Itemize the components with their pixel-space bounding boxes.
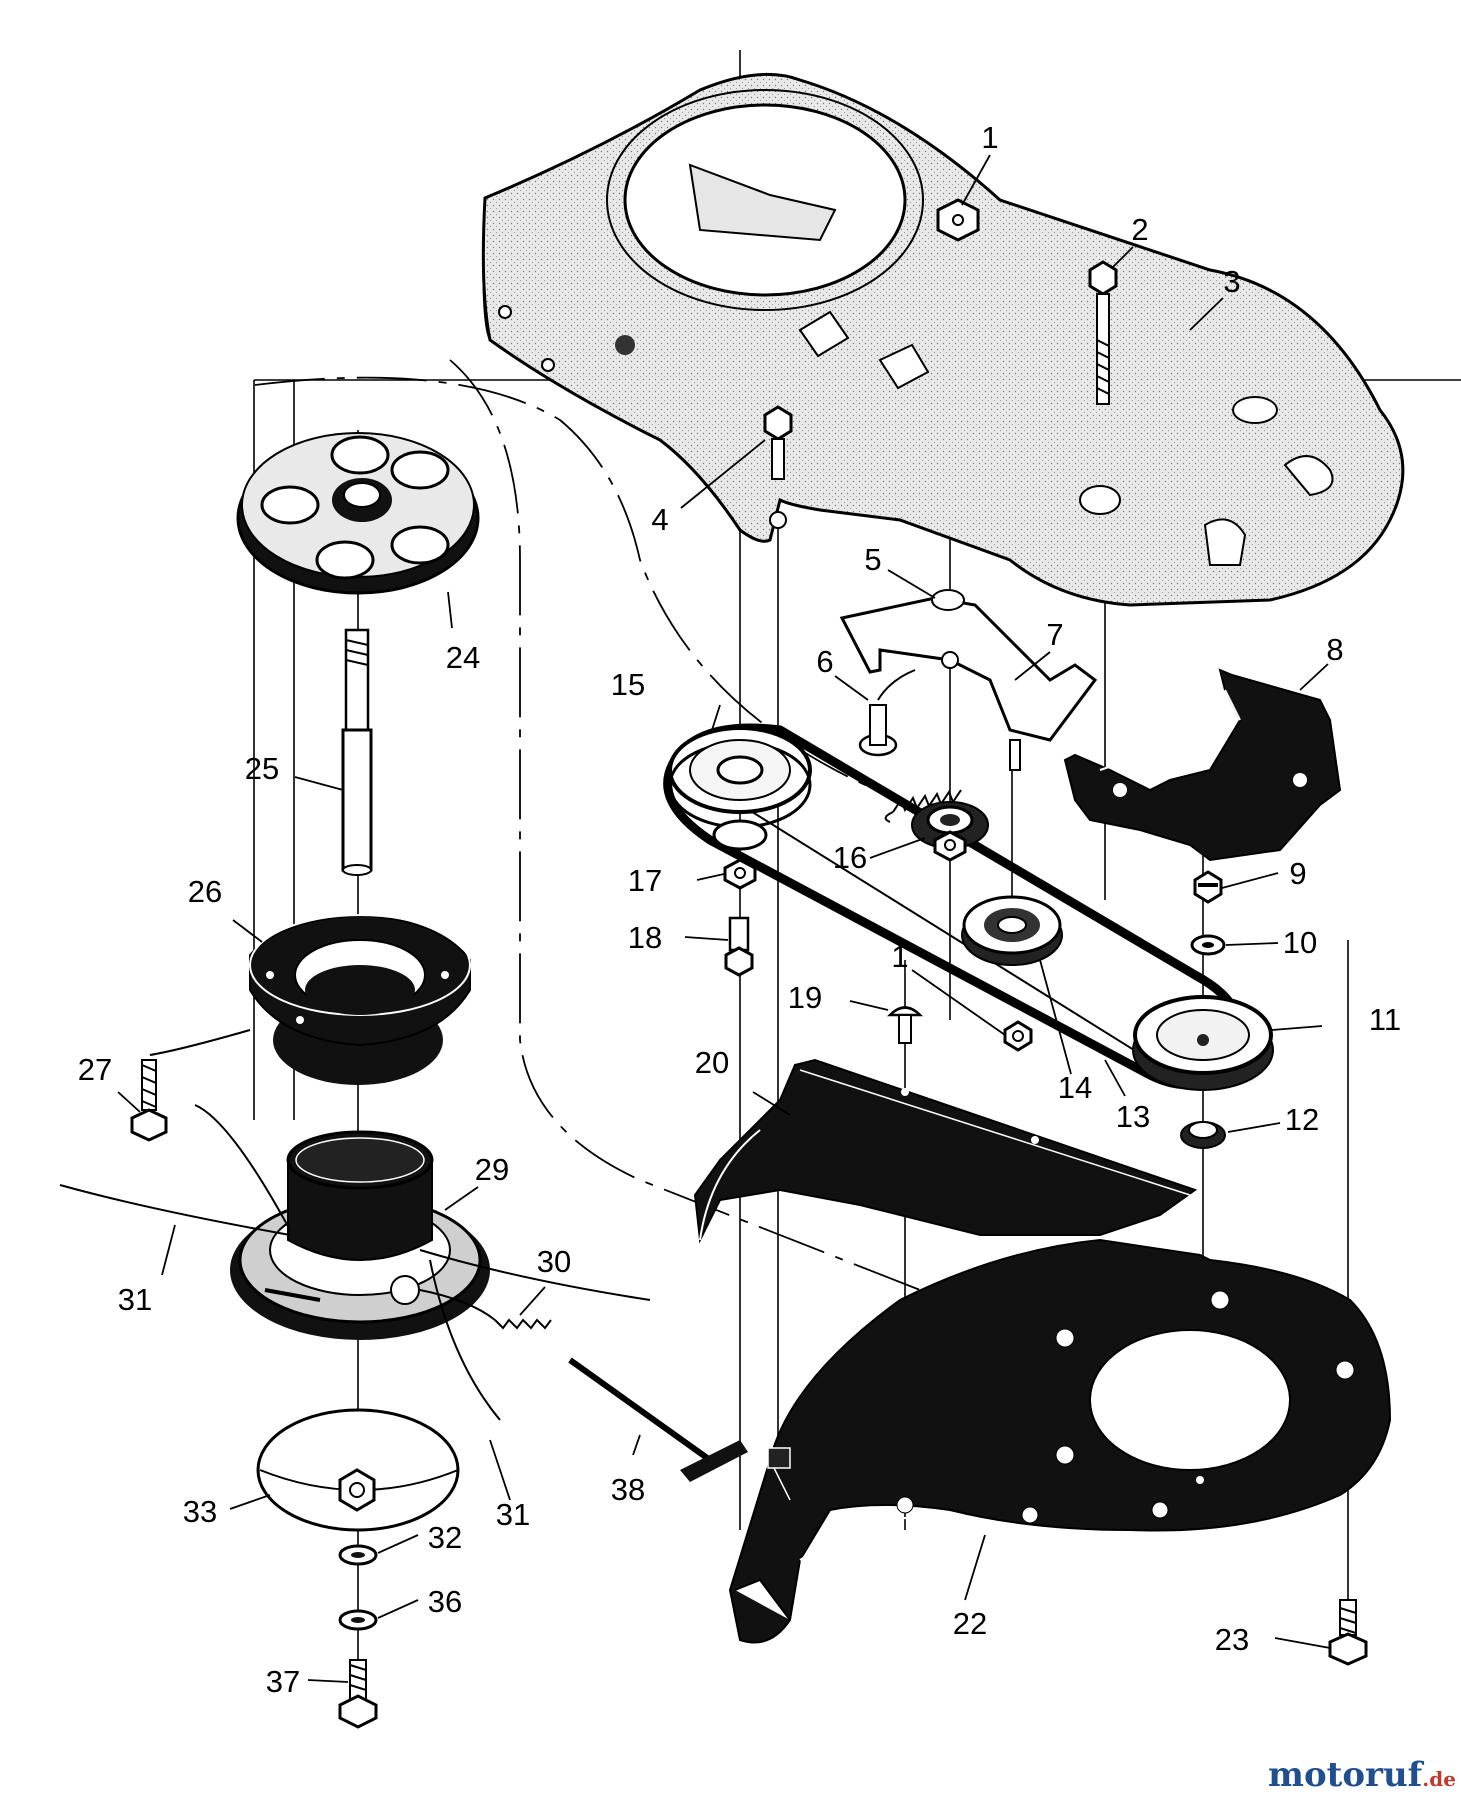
callout-31: 31 (496, 1497, 530, 1532)
washer-part-10 (1190, 934, 1226, 956)
callout-9: 9 (1289, 856, 1306, 891)
callout-1: 1 (891, 939, 908, 974)
watermark-main: motoruf (1268, 1755, 1425, 1795)
screw-part-19 (886, 1006, 924, 1044)
callout-17: 17 (628, 863, 662, 898)
watermark-suffix: .de (1422, 1767, 1456, 1791)
callout-2: 2 (1131, 212, 1148, 247)
callout-29: 29 (475, 1152, 509, 1187)
trimmer-line-part-31 (59, 1104, 651, 1421)
callout-20: 20 (695, 1045, 729, 1080)
watermark: motoruf.de (1268, 1755, 1456, 1795)
callout-11: 11 (1369, 1002, 1401, 1037)
nut-part-17 (723, 858, 757, 890)
callout-24: 24 (446, 640, 480, 675)
driven-pulley-part-11 (1132, 995, 1274, 1091)
callout-36: 36 (428, 1584, 462, 1619)
callout-31: 31 (118, 1282, 152, 1317)
bolt-part-37 (338, 1659, 378, 1729)
callout-5: 5 (864, 542, 881, 577)
washer-part-32 (338, 1544, 378, 1566)
upper-housing-part-3 (481, 72, 1405, 607)
callout-16: 16 (833, 840, 867, 875)
callout-14: 14 (1058, 1070, 1092, 1105)
bolt-part-2 (1088, 260, 1118, 405)
watermark-text: motoruf.de (1268, 1755, 1456, 1795)
screw-part-6 (858, 669, 916, 757)
flange-nut-part-1-right (1003, 1020, 1033, 1052)
lower-guard-part-22 (728, 1238, 1392, 1644)
washer-part-36 (338, 1609, 378, 1631)
hub-part-26 (249, 913, 471, 1085)
bolt-part-4 (763, 405, 793, 480)
mounting-plate-part-24 (236, 432, 480, 595)
tool-part-38 (568, 1357, 748, 1482)
callout-26: 26 (188, 874, 222, 909)
callout-37: 37 (266, 1664, 300, 1699)
top-flange-nut-part-1 (936, 198, 980, 242)
callout-7: 7 (1046, 617, 1063, 652)
bearing-part-12 (1180, 1121, 1226, 1149)
callout-8: 8 (1326, 632, 1343, 667)
idler-pulley-part-14 (961, 895, 1063, 966)
belt-route-dashed-line (254, 376, 901, 801)
callout-15: 15 (611, 667, 645, 702)
flange-nut-part-1-lower (933, 830, 967, 862)
callout-6: 6 (816, 644, 833, 679)
callout-12: 12 (1285, 1102, 1319, 1137)
callout-25: 25 (245, 751, 279, 786)
callout-13: 13 (1116, 1099, 1150, 1134)
locknut-part-9 (1193, 870, 1223, 904)
callout-4: 4 (651, 502, 668, 537)
callout-18: 18 (628, 920, 662, 955)
callout-leader-lines (117, 154, 1331, 1683)
callout-1: 1 (981, 120, 998, 155)
screw-part-23 (1328, 1599, 1368, 1666)
callout-33: 33 (183, 1494, 217, 1529)
deflector-shield-part-20 (693, 1058, 1198, 1244)
guard-route-dashed-line (449, 359, 1234, 1441)
cup-washer-part-33 (256, 1408, 460, 1532)
callout-32: 32 (428, 1520, 462, 1555)
drive-pulley-part-15 (668, 726, 812, 851)
shaft-part-25 (341, 628, 373, 876)
spring-part-30 (419, 1289, 552, 1330)
callout-22: 22 (953, 1606, 987, 1641)
callout-19: 19 (788, 980, 822, 1015)
bolt-part-18 (724, 916, 754, 977)
belt-guard-bracket-part-8 (1063, 668, 1342, 862)
callout-27: 27 (78, 1052, 112, 1087)
callout-10: 10 (1283, 925, 1317, 960)
callout-23: 23 (1215, 1622, 1249, 1657)
callout-3: 3 (1223, 264, 1240, 299)
screw-part-27 (130, 1029, 251, 1142)
idler-bracket-part-5 (839, 589, 1098, 771)
callout-30: 30 (537, 1244, 571, 1279)
trimmer-head-part-29 (230, 1130, 490, 1340)
callout-38: 38 (611, 1472, 645, 1507)
